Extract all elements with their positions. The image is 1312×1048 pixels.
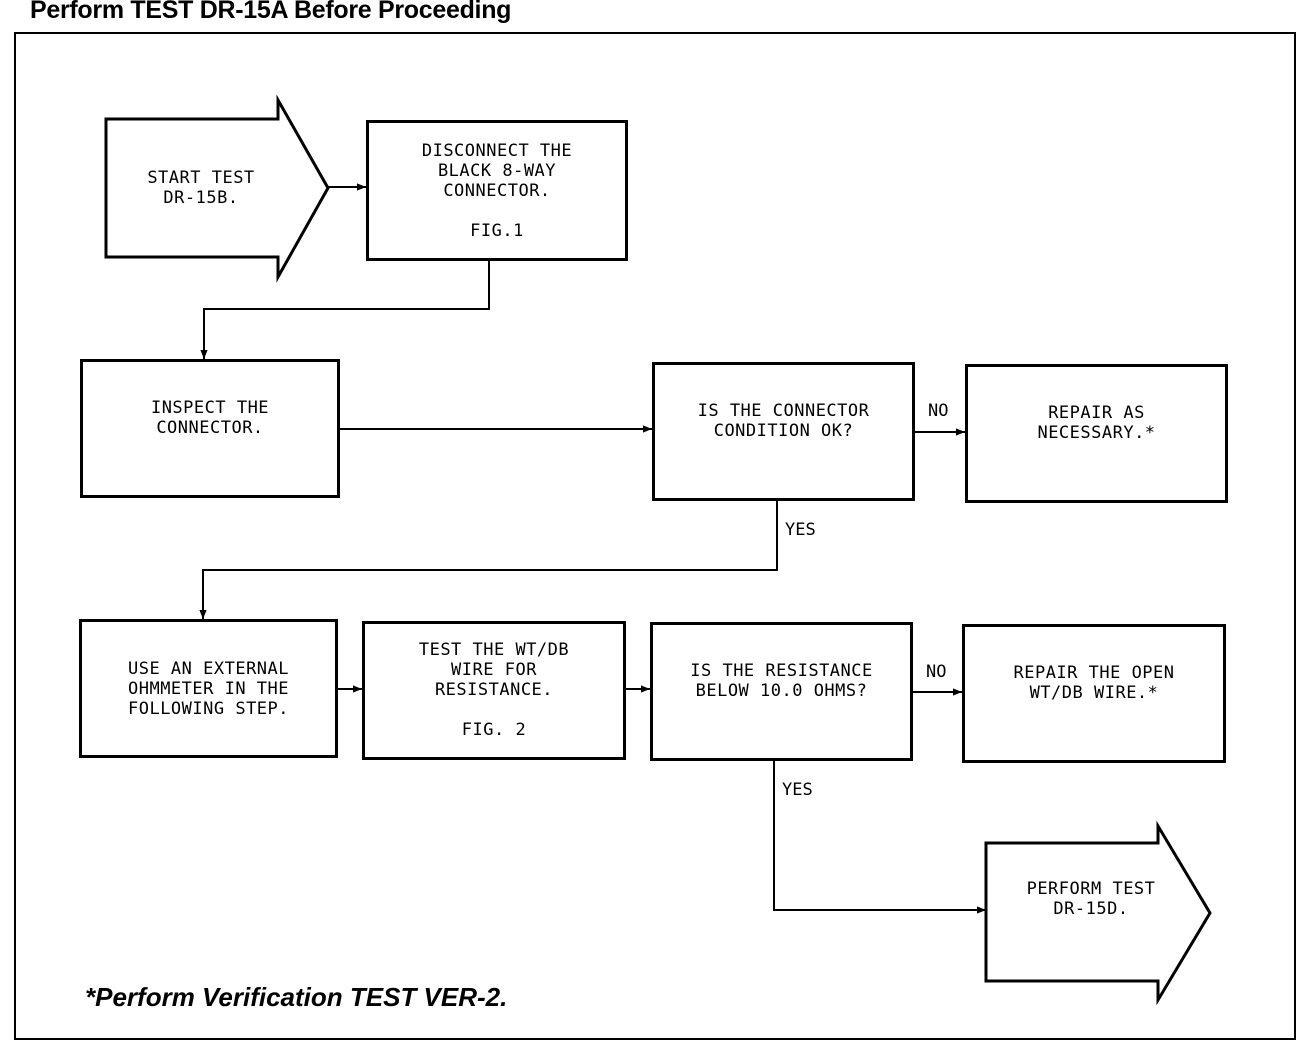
start-arrow-shape [104,94,330,283]
no-label-condition: NO [928,401,949,421]
inspect-connector-box: INSPECT THE CONNECTOR. [80,359,340,498]
yes-label-condition: YES [785,520,816,540]
yes-label-resistance: YES [782,780,813,800]
fig-2-label: FIG. 2 [461,720,527,740]
resistance-decision: IS THE RESISTANCE BELOW 10.0 OHMS? [650,622,913,761]
fig-1-label: FIG.1 [470,220,524,241]
perform-test-node: PERFORM TEST DR-15D. [1026,879,1156,919]
test-wire-resistance-box: TEST THE WT/DB WIRE FOR RESISTANCE. FIG.… [362,621,626,760]
perform-arrow-shape [984,820,1212,1006]
disconnect-text: DISCONNECT THE BLACK 8-WAY CONNECTOR. [421,140,573,201]
connector-condition-decision: IS THE CONNECTOR CONDITION OK? [652,362,915,501]
footnote: *Perform Verification TEST VER-2. [85,982,508,1012]
repair-open-wire-box: REPAIR THE OPEN WT/DB WIRE.* [962,624,1226,763]
no-label-resistance: NO [926,662,947,682]
use-ohmmeter-box: USE AN EXTERNAL OHMMETER IN THE FOLLOWIN… [79,619,338,758]
page-title: Perform TEST DR-15A Before Proceeding [30,0,512,24]
connector-disconnect-to-inspect [200,261,490,359]
start-test-node: START TEST DR-15B. [147,168,255,208]
diagram-frame [14,32,1296,1040]
connector-condition-yes [199,500,778,619]
repair-as-necessary-box: REPAIR AS NECESSARY.* [965,364,1228,503]
test-wire-text: TEST THE WT/DB WIRE FOR RESISTANCE. [418,640,570,700]
connector-resistance-yes [773,760,986,914]
disconnect-connector-box: DISCONNECT THE BLACK 8-WAY CONNECTOR. FI… [366,120,628,261]
